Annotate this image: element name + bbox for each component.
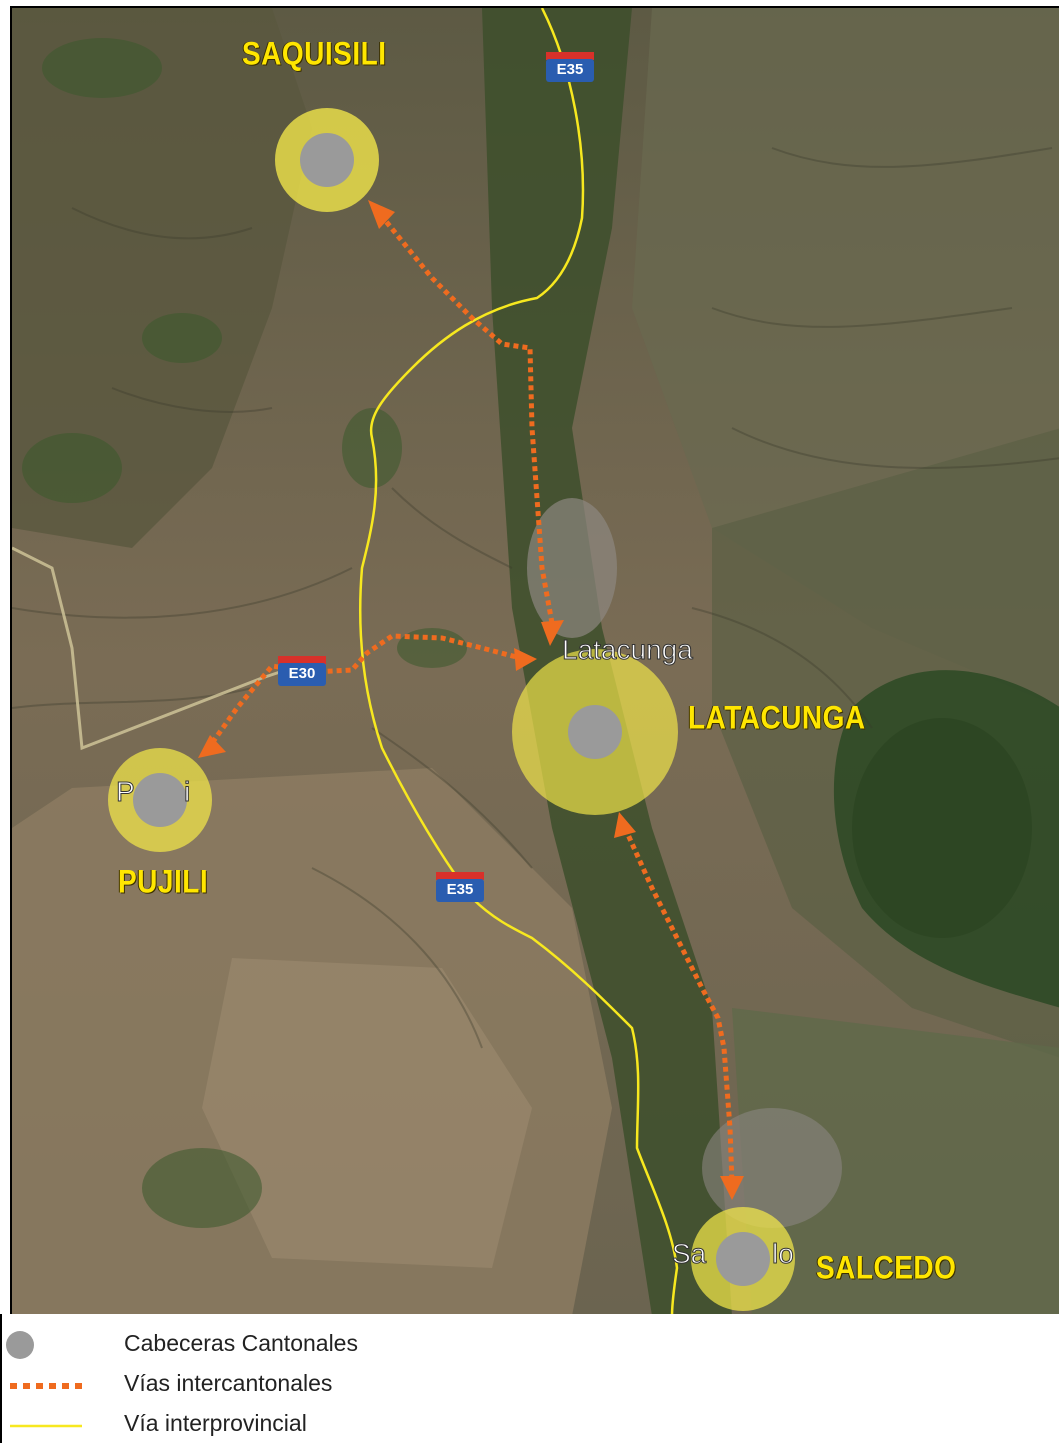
basemap-label-latacunga: Latacunga bbox=[562, 634, 694, 666]
legend-label: Vía interprovincial bbox=[124, 1410, 307, 1436]
city-label-saquisili: SAQUISILI bbox=[242, 35, 387, 72]
map-view[interactable]: E35 E30 E35 Latacunga Sa lo P i SAQUISIL… bbox=[10, 6, 1059, 1314]
road-shield-e35-south: E35 bbox=[436, 872, 484, 902]
interprovincial-road bbox=[358, 8, 679, 1314]
route-latacunga-saquisili bbox=[378, 212, 555, 624]
basemap-label-pujili-right: i bbox=[183, 776, 191, 808]
latacunga-center bbox=[568, 705, 622, 759]
road-shield-e30: E30 bbox=[278, 656, 326, 686]
arrow-to-saquisili bbox=[368, 200, 395, 229]
arrow-to-latacunga-west bbox=[514, 648, 537, 671]
route-latacunga-salcedo bbox=[622, 826, 735, 1185]
route-latacunga-pujili bbox=[202, 633, 525, 755]
basemap-label-salcedo-right: lo bbox=[772, 1238, 795, 1270]
legend-item-interprovincial: Vía interprovincial bbox=[2, 1406, 602, 1442]
yellow-line-icon bbox=[6, 1410, 86, 1440]
legend-label: Vías intercantonales bbox=[124, 1370, 333, 1396]
city-label-pujili: PUJILI bbox=[118, 863, 209, 900]
arrow-to-latacunga-south bbox=[614, 812, 636, 838]
legend-item-intercantonales: Vías intercantonales bbox=[2, 1366, 602, 1402]
saquisili-center bbox=[300, 133, 354, 187]
gray-circle-icon bbox=[6, 1330, 86, 1360]
city-label-salcedo: SALCEDO bbox=[816, 1249, 957, 1286]
pujili-center bbox=[133, 773, 187, 827]
basemap-label-pujili-left: P bbox=[116, 776, 136, 808]
road-shield-e35-north: E35 bbox=[546, 52, 594, 82]
legend-item-cabeceras: Cabeceras Cantonales bbox=[2, 1326, 602, 1362]
map-legend: Cabeceras Cantonales Vías intercantonale… bbox=[0, 1314, 1059, 1443]
satellite-basemap bbox=[12, 8, 1059, 1314]
basemap-label-salcedo-left: Sa bbox=[671, 1238, 707, 1270]
city-label-latacunga: LATACUNGA bbox=[688, 699, 866, 736]
orange-dotted-line-icon bbox=[6, 1370, 86, 1400]
legend-label: Cabeceras Cantonales bbox=[124, 1330, 358, 1356]
arrow-to-latacunga-north bbox=[541, 620, 564, 646]
arrow-to-pujili bbox=[198, 735, 226, 758]
arrow-to-salcedo bbox=[720, 1176, 744, 1200]
salcedo-center bbox=[716, 1232, 770, 1286]
